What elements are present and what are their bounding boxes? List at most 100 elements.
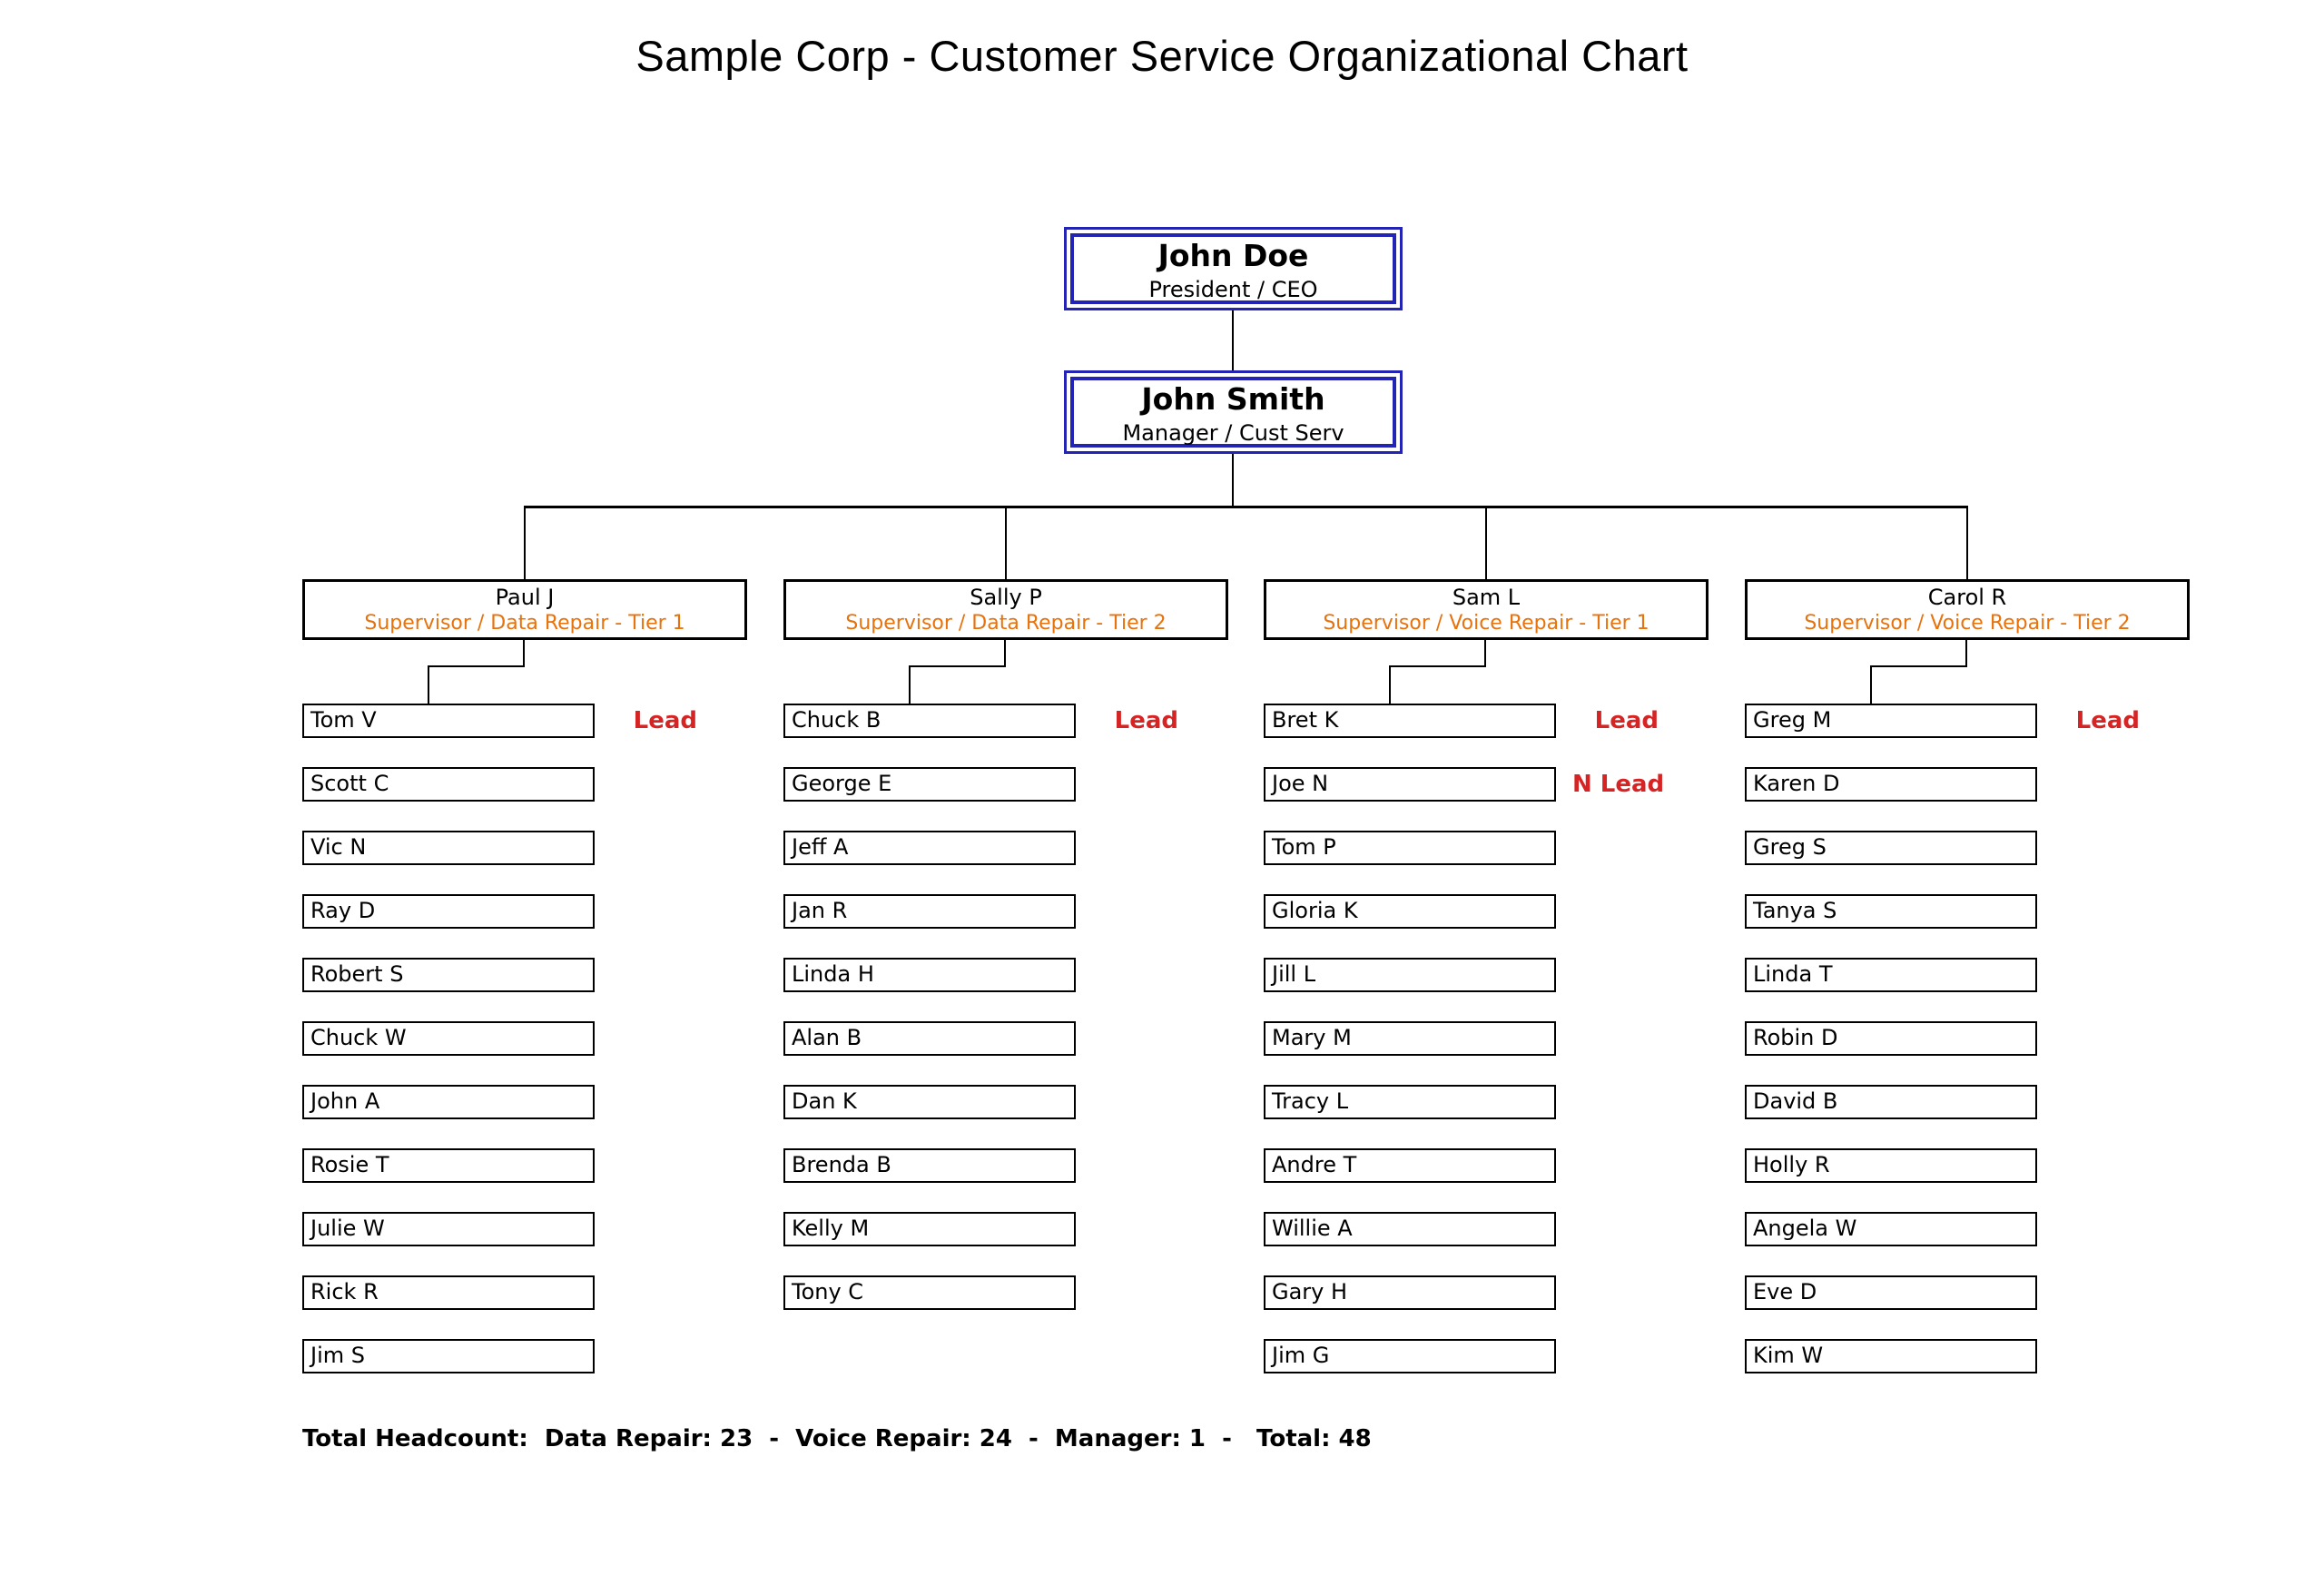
employee-name: John A [310,1088,380,1114]
employee-box: Greg M [1745,704,2037,738]
connector-supervisor-elbow-v2 [1870,665,1872,704]
employee-box: Gloria K [1264,894,1556,929]
employee-box: Jeff A [783,831,1076,865]
supervisor-name: Sally P [970,585,1042,610]
lead-badge: Lead [1114,707,1178,734]
connector-drop-4 [1966,506,1968,579]
connector-supervisor-elbow-h [428,665,525,667]
ceo-name: John Doe [1157,238,1309,273]
employee-box: Tracy L [1264,1085,1556,1119]
supervisor-column: Sam L Supervisor / Voice Repair - Tier 1… [1264,579,1709,1396]
employee-name: Linda H [792,961,874,987]
ceo-role: President / CEO [1148,277,1318,302]
supervisor-box: Sam L Supervisor / Voice Repair - Tier 1 [1264,579,1709,640]
employee-box: Julie W [302,1212,595,1246]
supervisor-column: Paul J Supervisor / Data Repair - Tier 1… [302,579,747,1396]
employee-box: Brenda B [783,1148,1076,1183]
employee-name: Tanya S [1753,898,1837,923]
employee-box: Tony C [783,1275,1076,1310]
employee-name: Dan K [792,1088,857,1114]
supervisor-role: Supervisor / Voice Repair - Tier 2 [1804,612,2131,635]
employee-name: Jill L [1272,961,1316,987]
connector-supervisor-elbow-v1 [1004,640,1006,667]
lead-badge: Lead [1594,707,1659,734]
employee-name: Tom P [1272,834,1336,860]
employee-box: Joe N [1264,767,1556,802]
supervisor-role: Supervisor / Data Repair - Tier 2 [845,612,1167,635]
employee-name: David B [1753,1088,1838,1114]
connector-ceo-manager [1232,310,1234,370]
employee-name: Linda T [1753,961,1833,987]
employee-box: Angela W [1745,1212,2037,1246]
supervisor-role: Supervisor / Voice Repair - Tier 1 [1323,612,1649,635]
employee-box: David B [1745,1085,2037,1119]
employee-box: Gary H [1264,1275,1556,1310]
employee-box: Rosie T [302,1148,595,1183]
connector-supervisor-elbow-v2 [909,665,911,704]
employee-name: Bret K [1272,707,1339,733]
employee-box: George E [783,767,1076,802]
employee-name: Joe N [1272,771,1329,796]
connector-supervisor-elbow-v1 [1965,640,1967,667]
employee-name: Ray D [310,898,376,923]
employee-name: Jan R [792,898,848,923]
employee-box: Greg S [1745,831,2037,865]
employee-name: Chuck W [310,1025,407,1050]
supervisor-box: Paul J Supervisor / Data Repair - Tier 1 [302,579,747,640]
employee-name: Greg M [1753,707,1832,733]
employee-name: Willie A [1272,1216,1353,1241]
ceo-box: John Doe President / CEO [1064,227,1403,310]
employee-name: Robert S [310,961,404,987]
employee-name: Julie W [310,1216,385,1241]
manager-name: John Smith [1141,381,1325,417]
connector-drop-3 [1485,506,1487,579]
employee-box: Mary M [1264,1021,1556,1056]
employee-name: Jeff A [792,834,849,860]
employee-name: Kim W [1753,1343,1824,1368]
employee-name: Rick R [310,1279,379,1304]
employee-box: Rick R [302,1275,595,1310]
connector-supervisor-elbow-v1 [1484,640,1486,667]
employee-name: Alan B [792,1025,862,1050]
headcount-summary: Total Headcount: Data Repair: 23 - Voice… [302,1425,1372,1452]
supervisor-column: Carol R Supervisor / Voice Repair - Tier… [1745,579,2190,1396]
employee-name: Jim S [310,1343,365,1368]
chart-title: Sample Corp - Customer Service Organizat… [635,32,1689,80]
employee-box: Tanya S [1745,894,2037,929]
employee-name: Vic N [310,834,367,860]
employee-box: Alan B [783,1021,1076,1056]
manager-role: Manager / Cust Serv [1122,420,1344,446]
employee-name: Tracy L [1272,1088,1349,1114]
employee-box: Willie A [1264,1212,1556,1246]
supervisor-box: Carol R Supervisor / Voice Repair - Tier… [1745,579,2190,640]
lead-badge: Lead [633,707,697,734]
employee-box: Dan K [783,1085,1076,1119]
employee-box: Eve D [1745,1275,2037,1310]
employee-name: Brenda B [792,1152,891,1177]
connector-supervisor-elbow-h [1870,665,1967,667]
supervisor-column: Sally P Supervisor / Data Repair - Tier … [783,579,1228,1396]
employee-box: Kim W [1745,1339,2037,1373]
supervisor-name: Carol R [1927,585,2007,610]
employee-name: Robin D [1753,1025,1838,1050]
employee-name: Tom V [310,707,377,733]
employee-name: Greg S [1753,834,1827,860]
employee-box: Ray D [302,894,595,929]
employee-name: Tony C [792,1279,864,1304]
employee-box: Linda T [1745,958,2037,992]
connector-supervisor-elbow-v2 [1389,665,1391,704]
employee-name: Andre T [1272,1152,1357,1177]
connector-supervisor-elbow-v2 [428,665,429,704]
employee-box: Bret K [1264,704,1556,738]
employee-box: Linda H [783,958,1076,992]
employee-name: Eve D [1753,1279,1817,1304]
employee-name: Chuck B [792,707,881,733]
lead-badge: N Lead [1572,771,1665,798]
employee-name: Karen D [1753,771,1840,796]
lead-badge: Lead [2075,707,2140,734]
employee-name: Scott C [310,771,389,796]
employee-box: Jim G [1264,1339,1556,1373]
employee-box: Chuck W [302,1021,595,1056]
employee-name: Kelly M [792,1216,870,1241]
